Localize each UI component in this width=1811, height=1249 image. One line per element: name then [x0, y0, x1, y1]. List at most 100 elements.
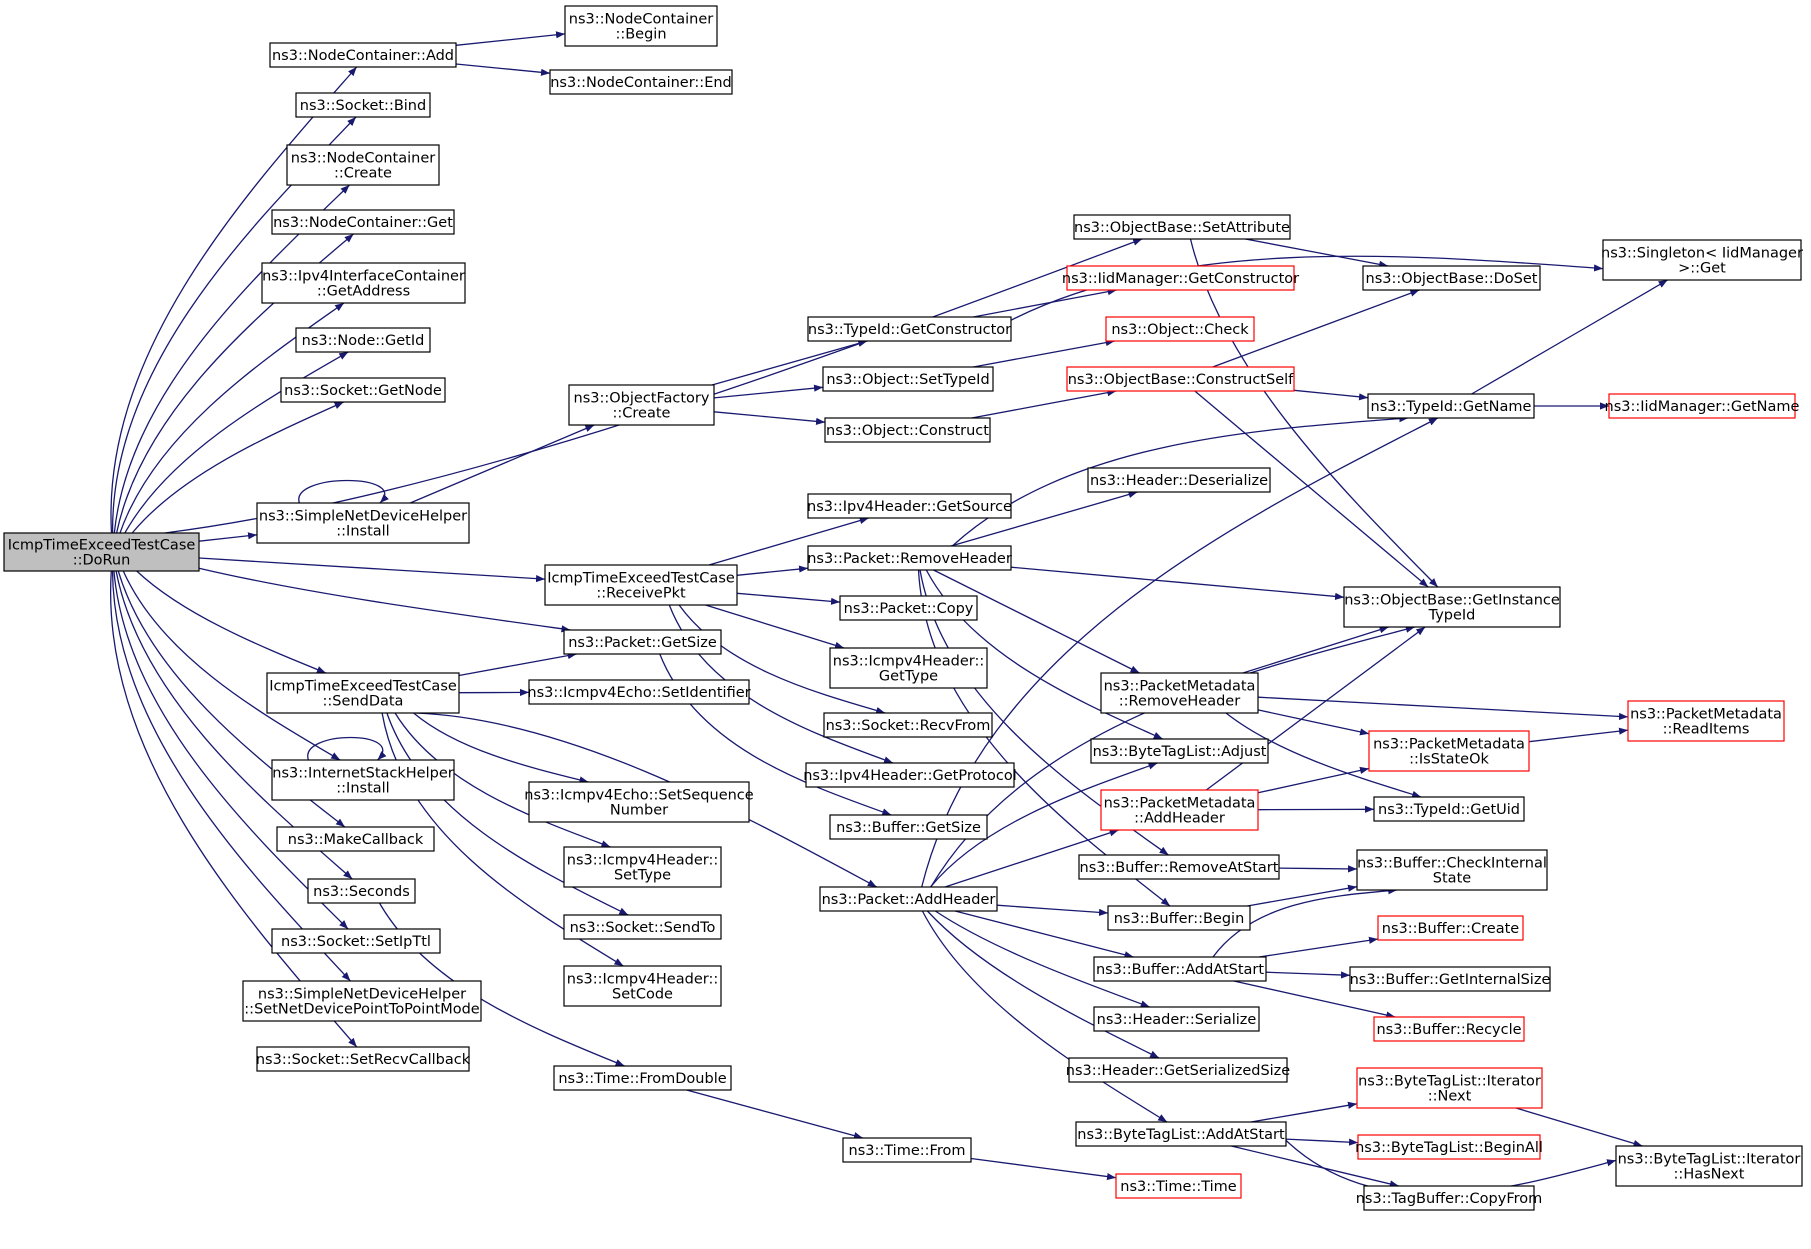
node-nc-end[interactable]: ns3::NodeContainer::End [549, 69, 733, 95]
node-objbase-doset[interactable]: ns3::ObjectBase::DoSet [1362, 265, 1541, 291]
node-buffer-getsize[interactable]: ns3::Buffer::GetSize [829, 814, 988, 840]
node-box [829, 814, 988, 840]
node-header-deserialize[interactable]: ns3::Header::Deserialize [1087, 467, 1271, 493]
node-pm-addheader[interactable]: ns3::PacketMetadata::AddHeader [1100, 789, 1259, 831]
node-box [1377, 915, 1524, 941]
node-packet-addheader[interactable]: ns3::Packet::AddHeader [819, 886, 998, 912]
node-buffer-removeatstart[interactable]: ns3::Buffer::RemoveAtStart [1078, 854, 1280, 880]
node-sock-setrecvcb[interactable]: ns3::Socket::SetRecvCallback [256, 1046, 471, 1072]
node-tagbuffer-copyfrom[interactable]: ns3::TagBuffer::CopyFrom [1356, 1185, 1543, 1211]
node-object-check[interactable]: ns3::Object::Check [1105, 316, 1255, 342]
node-label: SetCode [612, 987, 673, 1003]
node-label: ::ReceivePkt [596, 586, 686, 602]
node-buffer-recycle[interactable]: ns3::Buffer::Recycle [1373, 1016, 1525, 1042]
node-typeid-getname[interactable]: ns3::TypeId::GetName [1367, 393, 1535, 419]
node-ipv4h-getsource[interactable]: ns3::Ipv4Header::GetSource [807, 493, 1012, 519]
call-edge-object_construct-to-objbase_constructself [971, 389, 1117, 419]
node-objbase-constructself[interactable]: ns3::ObjectBase::ConstructSelf [1066, 366, 1295, 392]
node-singleton-get[interactable]: ns3::Singleton< IidManager>::Get [1601, 239, 1803, 281]
node-pm-removeheader[interactable]: ns3::PacketMetadata::RemoveHeader [1100, 672, 1259, 714]
node-sock-recvfrom[interactable]: ns3::Socket::RecvFrom [823, 712, 993, 738]
node-buffer-addatstart[interactable]: ns3::Buffer::AddAtStart [1093, 956, 1267, 982]
node-node-getid[interactable]: ns3::Node::GetId [295, 327, 431, 353]
node-seconds[interactable]: ns3::Seconds [307, 878, 416, 904]
node-box [805, 762, 1015, 788]
node-box [286, 144, 440, 186]
node-pm-readitems[interactable]: ns3::PacketMetadata::ReadItems [1627, 700, 1785, 742]
node-time-fromdouble[interactable]: ns3::Time::FromDouble [553, 1065, 732, 1091]
node-box [1100, 672, 1259, 714]
node-label: ns3::ByteTagList::Iterator [1358, 1074, 1541, 1090]
node-buffer-create[interactable]: ns3::Buffer::Create [1377, 915, 1524, 941]
node-typeid-getuid[interactable]: ns3::TypeId::GetUid [1373, 796, 1525, 822]
node-object-construct[interactable]: ns3::Object::Construct [824, 417, 991, 443]
node-btl-beginall[interactable]: ns3::ByteTagList::BeginAll [1355, 1134, 1543, 1160]
node-typeid-getconstructor[interactable]: ns3::TypeId::GetConstructor [807, 316, 1012, 342]
node-icmpv4h-gettype[interactable]: ns3::Icmpv4Header::GetType [829, 647, 988, 689]
node-label: ns3::TypeId::GetUid [1378, 802, 1520, 818]
node-sock-bind[interactable]: ns3::Socket::Bind [295, 92, 431, 118]
node-iid-getname[interactable]: ns3::IidManager::GetName [1605, 393, 1800, 419]
node-header-getserializedsize[interactable]: ns3::Header::GetSerializedSize [1066, 1057, 1291, 1083]
node-receivepkt[interactable]: IcmpTimeExceedTestCase::ReceivePkt [544, 564, 738, 606]
node-packet-copy[interactable]: ns3::Packet::Copy [839, 595, 978, 621]
node-box [1107, 905, 1251, 931]
node-box [563, 914, 722, 940]
node-nc-create[interactable]: ns3::NodeContainer::Create [286, 144, 440, 186]
node-ipv4h-getprotocol[interactable]: ns3::Ipv4Header::GetProtocol [803, 762, 1017, 788]
node-root[interactable]: IcmpTimeExceedTestCase::DoRun [3, 532, 200, 572]
node-nc-get[interactable]: ns3::NodeContainer::Get [271, 209, 455, 235]
node-label: ::SetNetDevicePointToPointMode [244, 1002, 479, 1018]
node-box [271, 759, 455, 801]
node-ish-install[interactable]: ns3::InternetStackHelper::Install [271, 759, 455, 801]
node-header-serialize[interactable]: ns3::Header::Serialize [1093, 1006, 1260, 1032]
node-label: ns3::Buffer::GetSize [836, 820, 981, 836]
node-label: State [1433, 871, 1471, 887]
node-label: ns3::ByteTagList::AddAtStart [1077, 1127, 1285, 1143]
node-time-from[interactable]: ns3::Time::From [842, 1137, 972, 1163]
node-objbase-setattr[interactable]: ns3::ObjectBase::SetAttribute [1073, 214, 1291, 240]
node-senddata[interactable]: IcmpTimeExceedTestCase::SendData [266, 672, 460, 714]
node-object-settypeid[interactable]: ns3::Object::SetTypeId [822, 366, 994, 392]
node-box [564, 5, 718, 47]
node-btli-next[interactable]: ns3::ByteTagList::Iterator::Next [1356, 1067, 1543, 1109]
node-objfac-create[interactable]: ns3::ObjectFactory::Create [568, 384, 715, 426]
node-box [1068, 1057, 1288, 1083]
node-sndh-install[interactable]: ns3::SimpleNetDeviceHelper::Install [256, 502, 470, 544]
node-iid-getconstructor[interactable]: ns3::IidManager::GetConstructor [1062, 265, 1299, 291]
node-sock-getnode[interactable]: ns3::Socket::GetNode [280, 377, 446, 403]
call-edge-buffer_removeatstart-to-buffer_checkinternal [1278, 865, 1358, 873]
node-sndh-setp2p[interactable]: ns3::SimpleNetDeviceHelper::SetNetDevice… [242, 980, 482, 1022]
node-echo-setid[interactable]: ns3::Icmpv4Echo::SetIdentifier [527, 679, 751, 705]
node-buffer-begin[interactable]: ns3::Buffer::Begin [1107, 905, 1251, 931]
node-box [1356, 849, 1548, 891]
node-btli-hasnext[interactable]: ns3::ByteTagList::Iterator::HasNext [1615, 1145, 1803, 1187]
node-icmpv4h-setcode[interactable]: ns3::Icmpv4Header::SetCode [563, 965, 722, 1007]
node-ipv4ic-getaddr[interactable]: ns3::Ipv4InterfaceContainer::GetAddress [261, 262, 466, 304]
node-box [1115, 1173, 1242, 1199]
node-label: GetType [879, 669, 938, 685]
call-edge-pm_removeheader-to-pm_isstateok [1257, 709, 1370, 736]
node-buffer-getinternalsize[interactable]: ns3::Buffer::GetInternalSize [1349, 966, 1551, 992]
call-edge-sndh_install-to-objfac_create [409, 424, 595, 504]
node-pm-isstateok[interactable]: ns3::PacketMetadata::IsStateOk [1368, 730, 1530, 772]
node-packet-getsize[interactable]: ns3::Packet::GetSize [563, 629, 722, 655]
node-label: ns3::Time::Time [1120, 1179, 1237, 1195]
node-box [1073, 214, 1291, 240]
node-btl-adjust[interactable]: ns3::ByteTagList::Adjust [1090, 738, 1269, 764]
node-box [269, 42, 457, 68]
node-box [839, 595, 978, 621]
node-sock-setipttl[interactable]: ns3::Socket::SetIpTtl [271, 928, 441, 954]
node-make-callback[interactable]: ns3::MakeCallback [276, 826, 435, 852]
node-sock-sendto[interactable]: ns3::Socket::SendTo [563, 914, 722, 940]
node-packet-removeheader[interactable]: ns3::Packet::RemoveHeader [807, 545, 1012, 571]
node-nc-begin[interactable]: ns3::NodeContainer::Begin [564, 5, 718, 47]
node-time-time[interactable]: ns3::Time::Time [1115, 1173, 1242, 1199]
node-nc-add[interactable]: ns3::NodeContainer::Add [269, 42, 457, 68]
node-btl-addatstart[interactable]: ns3::ByteTagList::AddAtStart [1075, 1121, 1287, 1147]
node-label: ns3::Buffer::CheckInternal [1357, 856, 1547, 872]
node-icmpv4h-settype[interactable]: ns3::Icmpv4Header::SetType [563, 846, 722, 888]
